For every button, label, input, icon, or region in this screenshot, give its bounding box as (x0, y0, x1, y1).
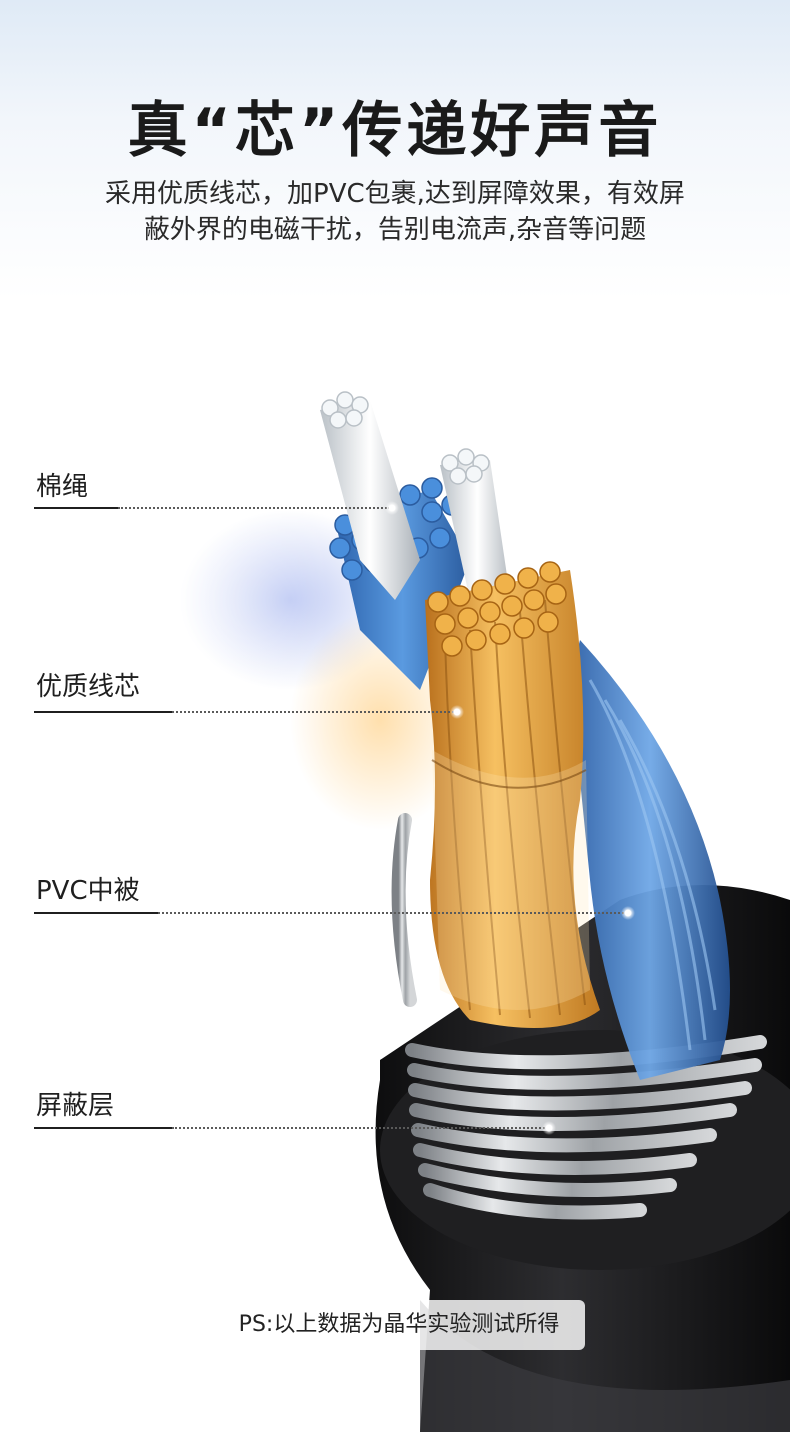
test-data-footnote: PS:以上数据为晶华实验测试所得 (213, 1300, 585, 1350)
callout-leader-shield-layer (172, 1127, 548, 1129)
callout-leader-quality-core (172, 711, 454, 713)
callout-leader-cotton-rope (118, 507, 390, 509)
page-title: 真“芯”传递好声音 (127, 96, 663, 166)
callout-rule-pvc-sheath (34, 912, 158, 914)
callout-label-cotton-rope: 棉绳 (36, 472, 89, 502)
callout-marker-pvc-sheath (621, 906, 635, 920)
callout-label-pvc-sheath: PVC中被 (36, 876, 140, 906)
callout-label-quality-core: 优质线芯 (36, 672, 141, 702)
callout-marker-quality-core (450, 705, 464, 719)
subtitle-line-2: 蔽外界的电磁干扰，告别电流声,杂音等问题 (143, 215, 647, 245)
callout-marker-cotton-rope (385, 501, 399, 515)
callout-rule-shield-layer (34, 1127, 172, 1129)
callout-rule-cotton-rope (34, 507, 118, 509)
callout-rule-quality-core (34, 711, 172, 713)
callout-marker-shield-layer (542, 1121, 556, 1135)
callout-label-shield-layer: 屏蔽层 (36, 1091, 115, 1121)
page-subtitle: 采用优质线芯，加PVC包裹,达到屏障效果，有效屏 蔽外界的电磁干扰，告别电流声,… (55, 176, 735, 248)
subtitle-line-1: 采用优质线芯，加PVC包裹,达到屏障效果，有效屏 (105, 179, 685, 209)
callout-leader-pvc-sheath (158, 912, 628, 914)
